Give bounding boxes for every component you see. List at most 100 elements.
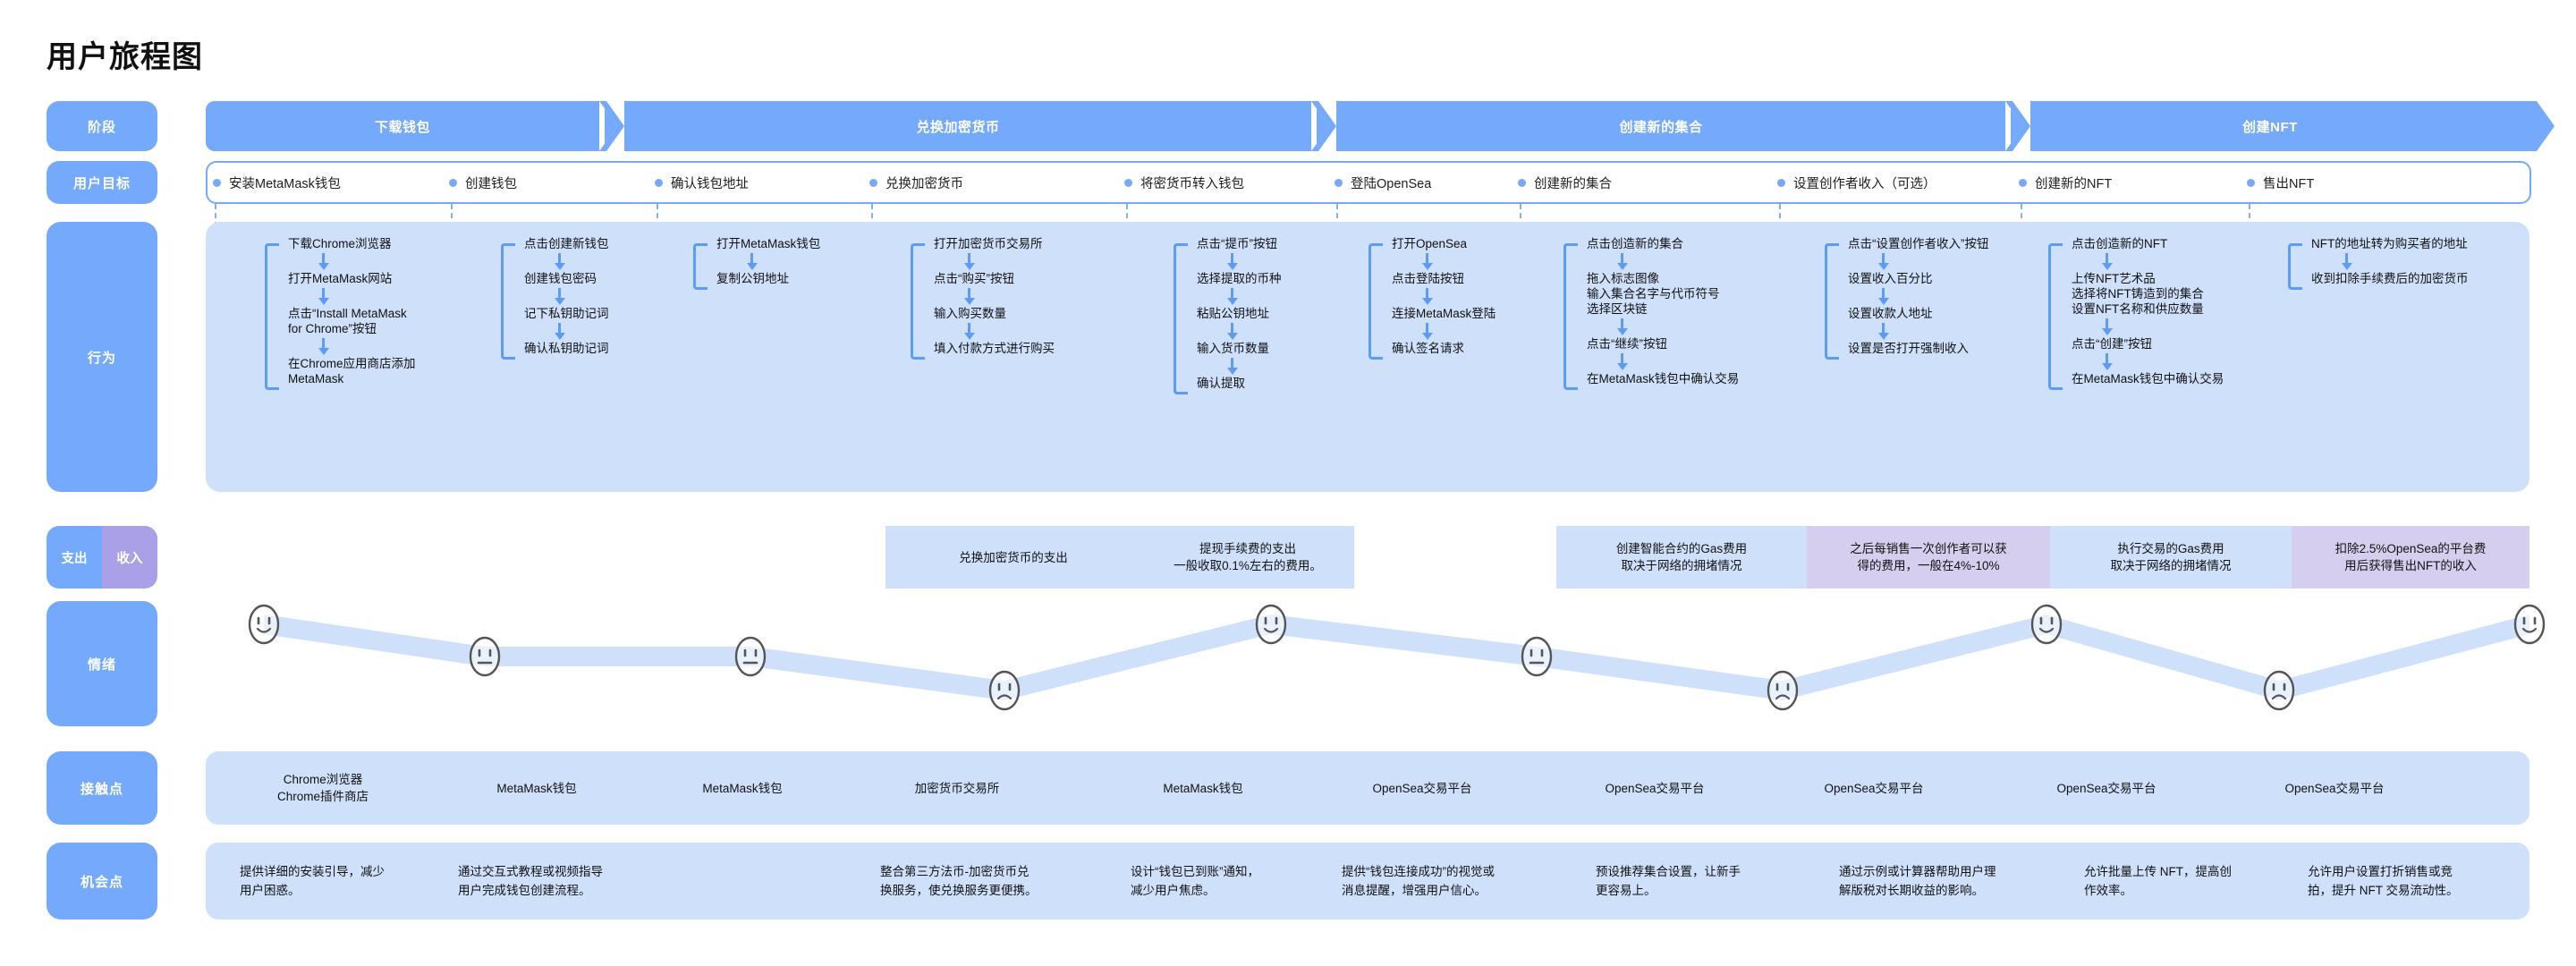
- behavior-step-arrow-icon: [1392, 286, 1496, 306]
- opportunity-line: 提供“钱包连接成功”的视觉或: [1342, 865, 1495, 878]
- behavior-step-arrow-icon: [1197, 251, 1282, 271]
- opportunity-line: 设计“钱包已到账”通知，: [1131, 865, 1259, 878]
- income-cell-4: 之后每销售一次创作者可以获得的费用，一般在4%-10%: [1807, 526, 2050, 589]
- goal-item-6[interactable]: 登陆OpenSea: [1335, 163, 1431, 202]
- behavior-step-arrow-icon: [1848, 321, 1989, 341]
- behavior-step-line: 点击“购买”按钮: [934, 272, 1014, 285]
- behavior-step: 在MetaMask钱包中确认交易: [2072, 371, 2224, 386]
- touchpoint-cell-7: OpenSea交易平台: [1556, 751, 1753, 825]
- behavior-step-arrow-icon: [1848, 286, 1989, 306]
- goal-item-5[interactable]: 将密货币转入钱包: [1124, 163, 1244, 202]
- touchpoint-line: 加密货币交易所: [914, 781, 1000, 795]
- behavior-step-arrow-icon: [1197, 356, 1282, 376]
- behavior-step: 打开MetaMask网站: [288, 271, 416, 286]
- emotion-curve: [264, 614, 2529, 700]
- behavior-steps: 打开MetaMask钱包复制公钥地址: [716, 236, 820, 286]
- behavior-step: NFT的地址转为购买者的地址: [2311, 236, 2469, 251]
- opportunity-line: 预设推荐集合设置，让新手: [1596, 865, 1741, 878]
- emotion-face-happy-icon: [2029, 603, 2064, 646]
- money-cell-line: 之后每销售一次创作者可以获: [1850, 542, 2007, 555]
- touchpoint-cell-2: MetaMask钱包: [447, 751, 626, 825]
- behavior-bracket: [2048, 243, 2063, 390]
- touchpoint-line: OpenSea交易平台: [1824, 781, 1924, 795]
- opportunity-line: 作效率。: [2084, 884, 2132, 897]
- money-cell-line: 得的费用，一般在4%-10%: [1857, 559, 2000, 572]
- page-title: 用户旅程图: [47, 40, 203, 74]
- goals-row-label: 用户目标: [47, 161, 157, 204]
- goal-item-4[interactable]: 兑换加密货币: [869, 163, 963, 202]
- goal-bullet-icon: [1124, 178, 1132, 187]
- behavior-step-line: 选择区块链: [1587, 302, 1648, 316]
- goals-track: 安装MetaMask钱包 创建钱包 确认钱包地址 兑换加密货币 将密货币转入钱包 登陆Op…: [206, 161, 2531, 204]
- stage-chip-label: 创建新的集合: [1619, 119, 1703, 135]
- behavior-step: 复制公钥地址: [716, 271, 820, 286]
- behavior-step-line: 下载Chrome浏览器: [288, 237, 392, 250]
- stage-row-label: 阶段: [47, 101, 157, 151]
- behavior-step-arrow-icon: [288, 251, 416, 271]
- stage-chevron-icon: [2005, 101, 2030, 151]
- goal-item-1[interactable]: 安装MetaMask钱包: [213, 163, 341, 202]
- stage-chip-3[interactable]: 创建新的集合: [1317, 101, 2030, 151]
- behavior-step-line: 在MetaMask钱包中确认交易: [1587, 372, 1740, 386]
- behavior-step-line: 打开MetaMask网站: [288, 272, 393, 285]
- behavior-step: 确认提取: [1197, 376, 1282, 391]
- expense-cell-3: 创建智能合约的Gas费用取决于网络的拥堵情况: [1556, 526, 1807, 589]
- behavior-step: 点击“设置创作者收入”按钮: [1848, 236, 1989, 251]
- behavior-step-line: 点击“提币”按钮: [1197, 237, 1277, 250]
- behavior-steps: 点击创建新钱包创建钱包密码记下私钥助记词确认私钥助记词: [524, 236, 609, 356]
- behavior-step-line: 记下私钥助记词: [524, 307, 609, 320]
- stage-chip-4[interactable]: 创建NFT: [2011, 101, 2555, 151]
- opportunity-line: 通过交互式教程或视频指导: [458, 865, 603, 878]
- behavior-step-line: 创建钱包密码: [524, 272, 597, 285]
- behavior-step-line: for Chrome”按钮: [288, 322, 377, 335]
- behavior-step-arrow-icon: [1587, 352, 1739, 371]
- money-cell-line: 一般收取0.1%左右的费用。: [1174, 559, 1322, 572]
- behavior-step-arrow-icon: [524, 321, 609, 341]
- touchpoint-cell-5: MetaMask钱包: [1114, 751, 1292, 825]
- stage-chip-2[interactable]: 兑换加密货币: [605, 101, 1336, 151]
- touchpoint-line: OpenSea交易平台: [2284, 781, 2385, 795]
- behavior-step-arrow-icon: [2072, 251, 2224, 271]
- opportunities-row-label: 机会点: [47, 843, 157, 919]
- stage-chip-label: 下载钱包: [374, 119, 430, 135]
- behavior-step-arrow-icon: [524, 251, 609, 271]
- emotion-face-happy-icon: [2512, 603, 2547, 646]
- opportunity-line: 换服务，使兑换服务更便携。: [880, 884, 1038, 897]
- goal-item-9[interactable]: 创建新的NFT: [2019, 163, 2112, 202]
- expense-cell-2: 提现手续费的支出一般收取0.1%左右的费用。: [1141, 526, 1354, 589]
- behavior-step-line: 点击登陆按钮: [1392, 272, 1464, 285]
- goal-item-2[interactable]: 创建钱包: [449, 163, 517, 202]
- goal-item-label: 设置创作者收入（可选）: [1793, 176, 1936, 191]
- goal-item-label: 创建钱包: [465, 176, 517, 191]
- behavior-step: 点击创造新的NFT: [2072, 236, 2224, 251]
- opportunity-line: 允许用户设置打折销售或竞: [2308, 865, 2453, 878]
- goal-bullet-icon: [2247, 178, 2255, 187]
- behavior-step-line: 打开加密货币交易所: [934, 237, 1043, 250]
- behavior-step-line: 在MetaMask钱包中确认交易: [2072, 372, 2224, 386]
- opportunity-line: 解版税对长期收益的影响。: [1839, 884, 1984, 897]
- touchpoints-band: [206, 751, 2529, 825]
- goal-item-7[interactable]: 创建新的集合: [1518, 163, 1612, 202]
- goal-bullet-icon: [2019, 178, 2027, 187]
- behavior-step-line: 确认签名请求: [1392, 342, 1464, 355]
- money-cell-line: 兑换加密货币的支出: [959, 550, 1068, 564]
- goal-item-3[interactable]: 确认钱包地址: [655, 163, 749, 202]
- goal-item-8[interactable]: 设置创作者收入（可选）: [1777, 163, 1936, 202]
- opportunity-cell-9: 允许用户设置打折销售或竞拍，提升 NFT 交易流动性。: [2308, 843, 2522, 919]
- behavior-steps: 下载Chrome浏览器打开MetaMask网站点击“Install MetaMa…: [288, 236, 416, 386]
- goal-item-10[interactable]: 售出NFT: [2247, 163, 2314, 202]
- expense-cell-1: 兑换加密货币的支出: [886, 526, 1141, 589]
- goal-item-label: 创建新的集合: [1534, 176, 1612, 191]
- behavior-step: 连接MetaMask登陆: [1392, 306, 1496, 321]
- goal-bullet-icon: [1518, 178, 1526, 187]
- emotion-face-sad-icon: [987, 669, 1022, 712]
- behavior-step-arrow-icon: [1392, 321, 1496, 341]
- behavior-steps: 点击“设置创作者收入”按钮设置收入百分比设置收款人地址设置是否打开强制收入: [1848, 236, 1989, 356]
- touchpoint-cell-9: OpenSea交易平台: [2008, 751, 2205, 825]
- touchpoint-line: OpenSea交易平台: [1605, 781, 1705, 795]
- opportunity-cell-5: 提供“钱包连接成功”的视觉或消息提醒，增强用户信心。: [1342, 843, 1565, 919]
- stage-chevron-icon: [599, 101, 624, 151]
- stage-chip-1[interactable]: 下载钱包: [206, 101, 624, 151]
